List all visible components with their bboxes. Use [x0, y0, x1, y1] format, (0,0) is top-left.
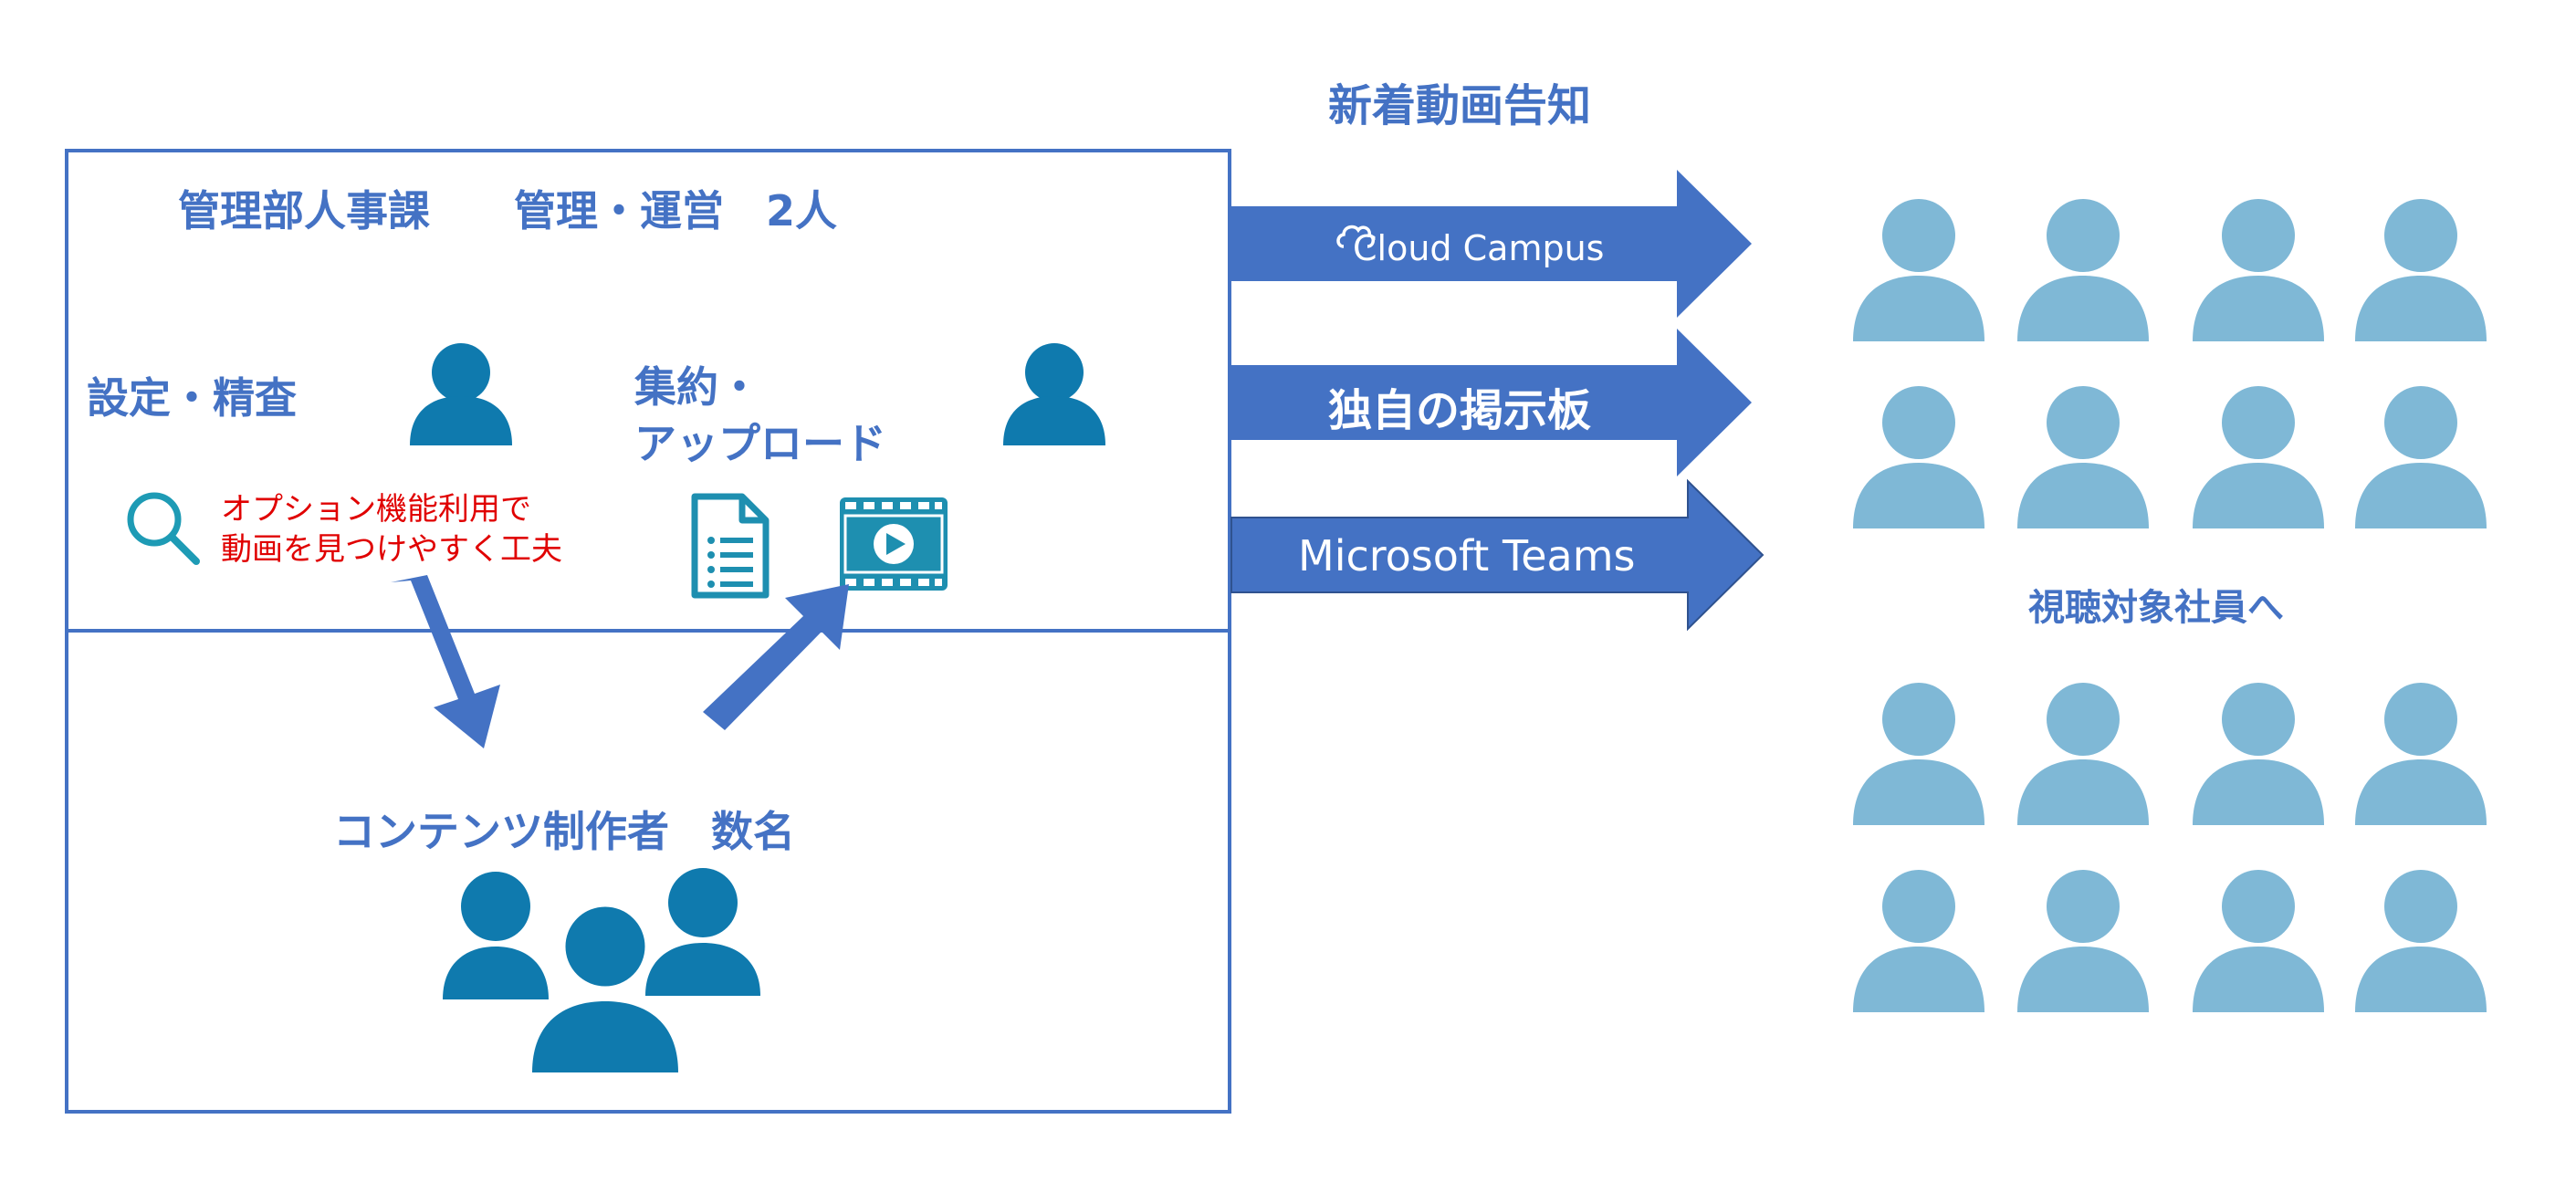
- settings-person-icon: [410, 343, 512, 445]
- audience-person-icon: [1853, 683, 1984, 825]
- settings-label: 設定・精査: [87, 373, 297, 423]
- cloud-campus-label: Cloud Campus: [1353, 228, 1605, 268]
- option-note-line2: 動画を見つけやすく工夫: [221, 531, 562, 568]
- audience-person-icon: [2355, 386, 2487, 528]
- audience-person-icon: [2193, 870, 2324, 1012]
- cloud-campus-arrow: [1231, 170, 1752, 318]
- audience-person-icon: [2355, 683, 2487, 825]
- teams-arrow: [1230, 478, 1764, 632]
- option-note-line1: オプション機能利用で: [221, 491, 531, 528]
- document-icon: [691, 493, 770, 599]
- audience-person-icon: [2017, 870, 2149, 1012]
- admin-title: 管理部人事課 管理・運営 2人: [178, 186, 838, 235]
- creators-group-icon: [443, 868, 760, 1072]
- creators-label: コンテンツ制作者 数名: [333, 807, 795, 856]
- bulletin-board-label: 独自の掲示板: [1328, 385, 1592, 436]
- down-arrow: [391, 575, 500, 748]
- audience-label: 視聴対象社員へ: [2028, 587, 2284, 629]
- aggregate-label-line2: アップロード: [634, 419, 886, 468]
- cloud-icon: [1336, 225, 1375, 248]
- bulletin-board-arrow: [1231, 329, 1752, 476]
- audience-person-icon: [2355, 199, 2487, 341]
- audience-person-icon: [2017, 386, 2149, 528]
- audience-person-icon: [2355, 870, 2487, 1012]
- search-icon: [127, 492, 200, 565]
- video-icon: [840, 497, 948, 591]
- audience-person-icon: [1853, 870, 1984, 1012]
- aggregate-person-icon: [1003, 343, 1105, 445]
- teams-label: Microsoft Teams: [1298, 531, 1636, 581]
- audience-person-icon: [2193, 199, 2324, 341]
- audience-person-icon: [1853, 199, 1984, 341]
- creators-section-box: [65, 629, 1231, 1114]
- announce-heading: 新着動画告知: [1328, 80, 1592, 131]
- up-arrow: [703, 584, 849, 730]
- audience-person-icon: [2193, 683, 2324, 825]
- audience-person-icon: [1853, 386, 1984, 528]
- audience-person-icon: [2017, 199, 2149, 341]
- audience-person-icon: [2017, 683, 2149, 825]
- aggregate-label-line1: 集約・: [634, 362, 760, 412]
- audience-person-icon: [2193, 386, 2324, 528]
